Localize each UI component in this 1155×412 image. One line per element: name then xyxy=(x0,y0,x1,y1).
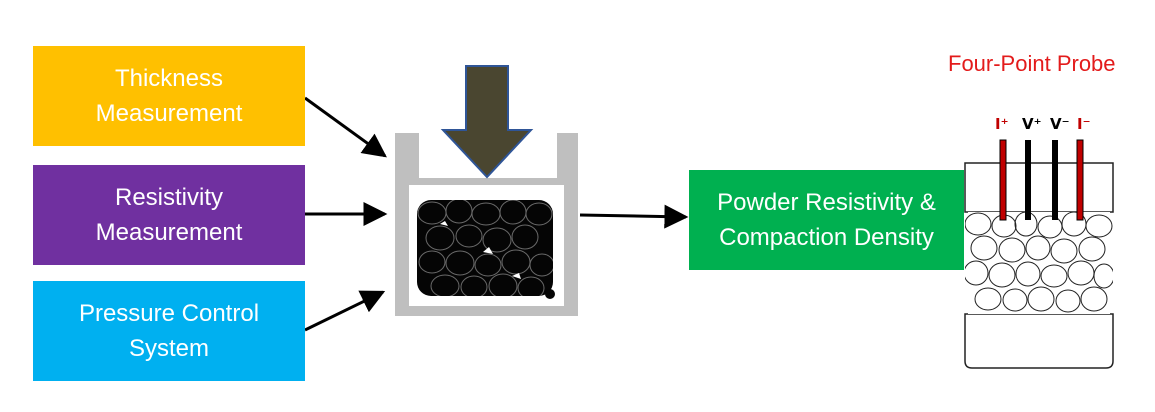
resistivity-measurement-box: Resistivity Measurement xyxy=(33,165,305,265)
probe-label-current-plus: I⁺ xyxy=(995,115,1009,133)
output-result-box: Powder Resistivity & Compaction Density xyxy=(689,170,964,270)
probe-label-voltage-minus: V⁻ xyxy=(1050,115,1070,133)
probe-pin-voltage-minus xyxy=(1052,140,1058,220)
probe-pins xyxy=(999,139,1084,221)
thickness-measurement-box: Thickness Measurement xyxy=(33,46,305,146)
arrow-die-to-output xyxy=(579,204,689,229)
resistivity-measurement-label: Resistivity Measurement xyxy=(95,184,243,246)
probe-pin-current-minus xyxy=(1076,139,1084,221)
probe-pin-current-plus xyxy=(999,139,1007,221)
probe-title: Four-Point Probe xyxy=(948,51,1116,76)
probe-label-current-minus: I⁻ xyxy=(1077,115,1091,133)
arrow-thickness-to-die xyxy=(304,96,387,158)
piston-arrow xyxy=(440,65,534,179)
output-result-label: Powder Resistivity & Compaction Density xyxy=(717,189,936,251)
thickness-measurement-label: Thickness Measurement xyxy=(95,65,243,127)
probe-particles xyxy=(965,212,1113,313)
probe-pin-voltage-plus xyxy=(1025,140,1031,220)
pressure-control-box: Pressure Control System xyxy=(33,281,305,381)
powder-sample xyxy=(417,200,553,296)
pressure-control-label: Pressure Control System xyxy=(78,300,260,362)
arrow-pressure-to-die xyxy=(304,290,386,332)
probe-label-voltage-plus: V⁺ xyxy=(1022,115,1042,133)
powder-edge-particle xyxy=(545,289,555,299)
